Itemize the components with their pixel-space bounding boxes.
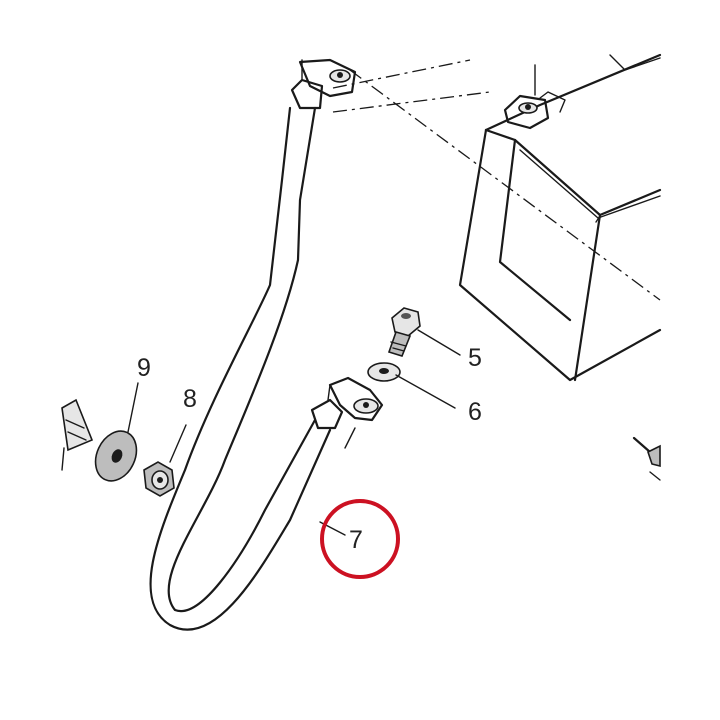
callout-6: 6 (468, 398, 482, 426)
alignment-lines (332, 59, 661, 301)
callout-9: 9 (137, 354, 151, 382)
top-terminal (290, 58, 357, 110)
highlight-ring (320, 499, 400, 579)
bracket-fragment (61, 398, 94, 471)
callout-7: 7 (349, 526, 363, 554)
leader-lines (127, 329, 461, 536)
callout-5: 5 (468, 344, 482, 372)
nut (143, 461, 175, 497)
callout-8: 8 (183, 385, 197, 413)
large-washer (94, 430, 138, 482)
washer (367, 362, 401, 382)
ground-cable (149, 106, 332, 631)
cable-terminal (310, 376, 384, 449)
screw-fragment (632, 436, 661, 481)
battery (458, 53, 662, 382)
battery-terminal (503, 64, 566, 130)
bolt (387, 307, 421, 357)
